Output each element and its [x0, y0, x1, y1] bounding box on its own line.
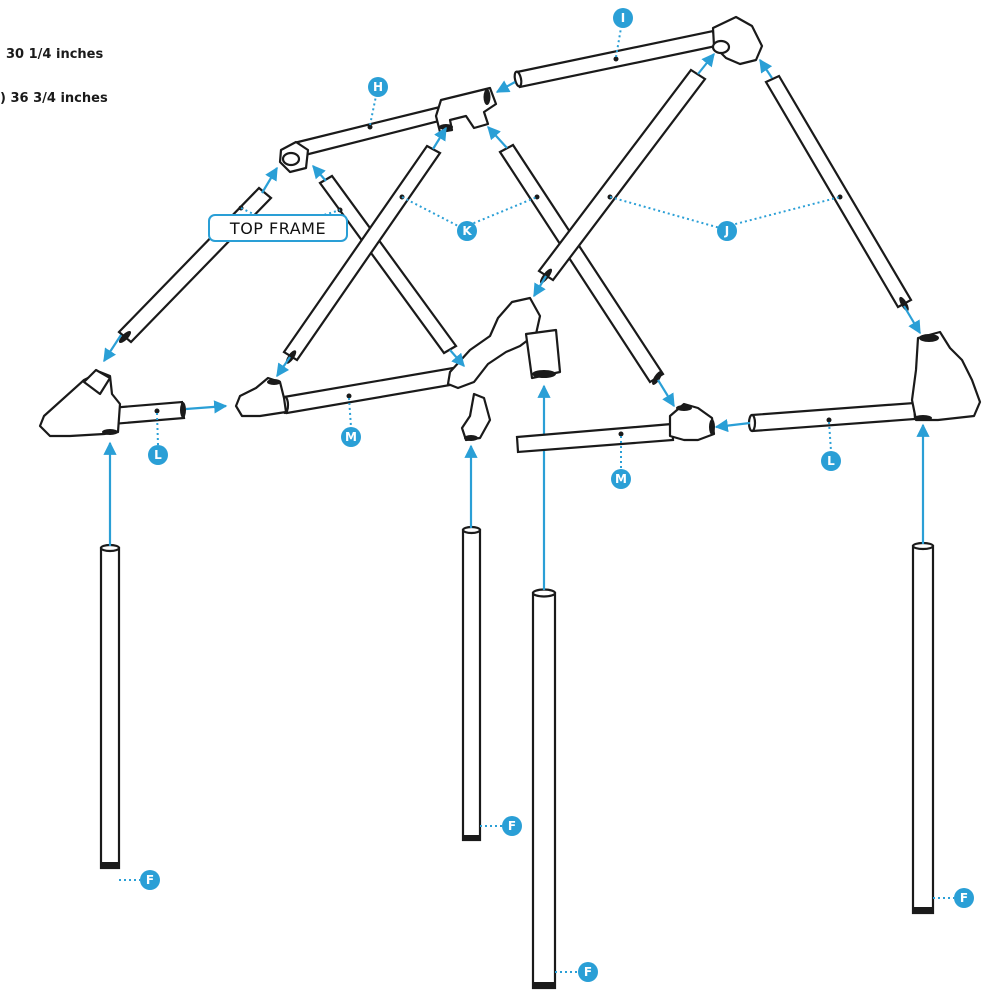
leg-pipe-middle-long — [531, 588, 557, 990]
label-l-right: L — [821, 417, 841, 471]
label-j-right: J — [607, 194, 843, 241]
pipe-h — [296, 105, 445, 158]
pipe-j-right-inner — [537, 68, 707, 284]
label-l-right-text: L — [827, 454, 835, 468]
label-l-left-text: L — [154, 448, 162, 462]
fitting-tee-m-left — [234, 376, 288, 418]
dimension-line-1: 30 1/4 inches — [6, 47, 104, 62]
pipe-j-left-inner — [318, 174, 458, 355]
label-l-left: L — [148, 408, 168, 465]
pipe-j-left-outer — [117, 186, 273, 344]
label-m-right: M — [611, 431, 631, 489]
pipe-m-left — [280, 366, 458, 415]
label-h: H — [367, 77, 388, 130]
fitting-cross-center — [446, 296, 562, 390]
label-f-2: F — [480, 816, 522, 836]
label-k-text: K — [462, 224, 472, 238]
label-f-2-text: F — [508, 819, 516, 833]
pipe-k-right — [498, 143, 665, 385]
pipe-l-right — [747, 401, 917, 433]
leg-arrows — [103, 384, 930, 590]
section-title-badge: TOP FRAME — [208, 214, 348, 242]
fitting-tee-m-right — [668, 402, 716, 442]
leg-pipe-front-left — [99, 543, 121, 870]
label-m-right-text: M — [615, 472, 627, 486]
leg-pipe-front-right — [911, 541, 935, 915]
dimension-line-2: ) 36 3/4 inches — [0, 91, 108, 106]
assembly-arrows — [103, 52, 921, 433]
fitting-elbow-center-small — [460, 392, 492, 442]
label-f-1: F — [119, 870, 160, 890]
fitting-elbow-i-right — [711, 15, 764, 66]
label-f-3: F — [555, 962, 598, 982]
pipe-m-right — [515, 422, 675, 454]
fitting-tee-top — [434, 86, 498, 134]
pipe-j-right-outer — [764, 74, 913, 312]
label-f-1-text: F — [146, 873, 154, 887]
label-f-4: F — [933, 888, 974, 908]
pipe-k-left — [282, 144, 442, 364]
label-j-right-text: J — [724, 224, 729, 238]
label-f-4-text: F — [960, 891, 968, 905]
leg-pipe-middle-short — [461, 525, 482, 842]
fitting-corner-right — [910, 330, 982, 422]
fitting-elbow-h-left — [278, 140, 310, 174]
fitting-corner-left — [38, 368, 122, 438]
label-m-left-text: M — [345, 430, 357, 444]
label-i-text: I — [621, 11, 625, 25]
label-k: K — [399, 194, 540, 241]
label-h-text: H — [373, 80, 383, 94]
label-i: I — [613, 8, 633, 62]
label-m-left: M — [341, 393, 361, 447]
label-f-3-text: F — [584, 965, 592, 979]
